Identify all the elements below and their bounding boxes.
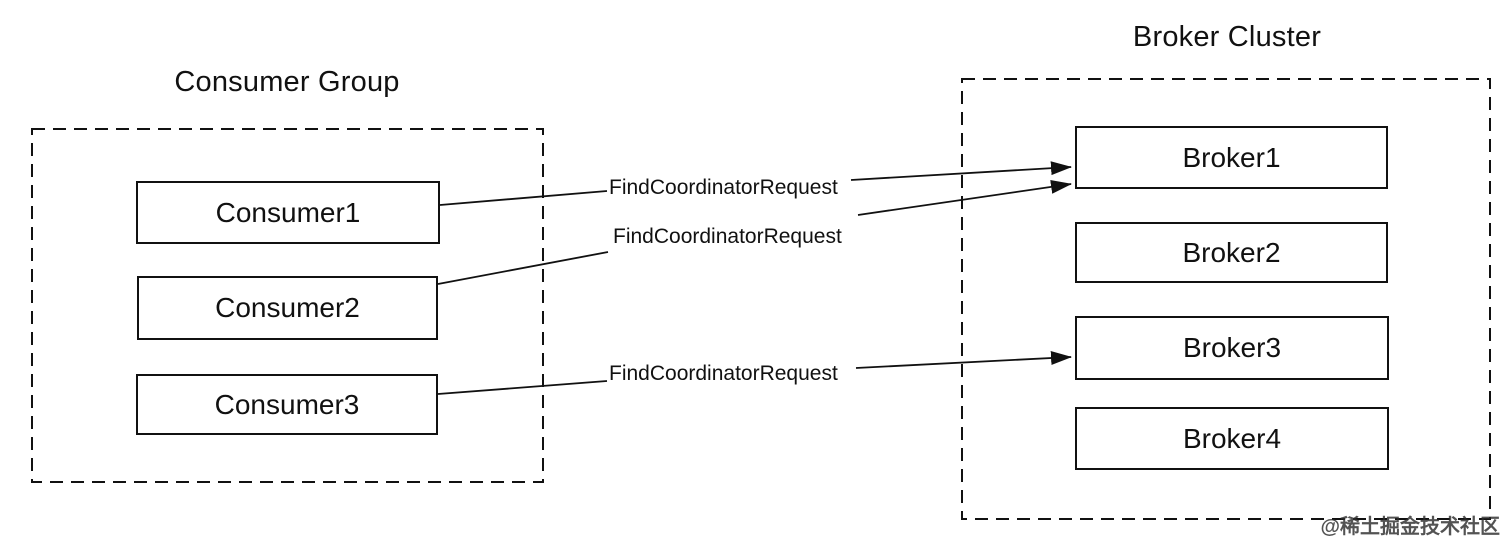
edge-consumer3-broker3-segment-right bbox=[855, 351, 1072, 369]
consumer-group-title: Consumer Group bbox=[174, 66, 400, 98]
edge-consumer2-broker1-segment-left bbox=[437, 251, 609, 285]
edge-consumer1-broker1-segment-right bbox=[850, 161, 1072, 181]
edge-consumer3-broker3-segment-left bbox=[437, 380, 608, 395]
broker-cluster-boundary bbox=[961, 78, 1491, 520]
node-broker1: Broker1 bbox=[1075, 126, 1388, 189]
broker-cluster-title: Broker Cluster bbox=[1132, 21, 1322, 53]
node-broker2: Broker2 bbox=[1075, 222, 1388, 283]
edge-label-find-coordinator-request-1: FindCoordinatorRequest bbox=[609, 176, 838, 199]
edge-consumer1-broker1-segment-left bbox=[439, 190, 608, 206]
node-broker3: Broker3 bbox=[1075, 316, 1389, 380]
node-consumer2: Consumer2 bbox=[137, 276, 438, 340]
edge-label-find-coordinator-request-3: FindCoordinatorRequest bbox=[609, 362, 838, 385]
node-consumer1: Consumer1 bbox=[136, 181, 440, 244]
edge-consumer2-broker1-segment-right bbox=[857, 179, 1072, 216]
consumer-group-boundary bbox=[31, 128, 544, 483]
node-broker4: Broker4 bbox=[1075, 407, 1389, 470]
edge-label-find-coordinator-request-2: FindCoordinatorRequest bbox=[613, 225, 842, 248]
node-consumer3: Consumer3 bbox=[136, 374, 438, 435]
watermark-juejin-community: @稀土掘金技术社区 bbox=[1320, 516, 1500, 538]
